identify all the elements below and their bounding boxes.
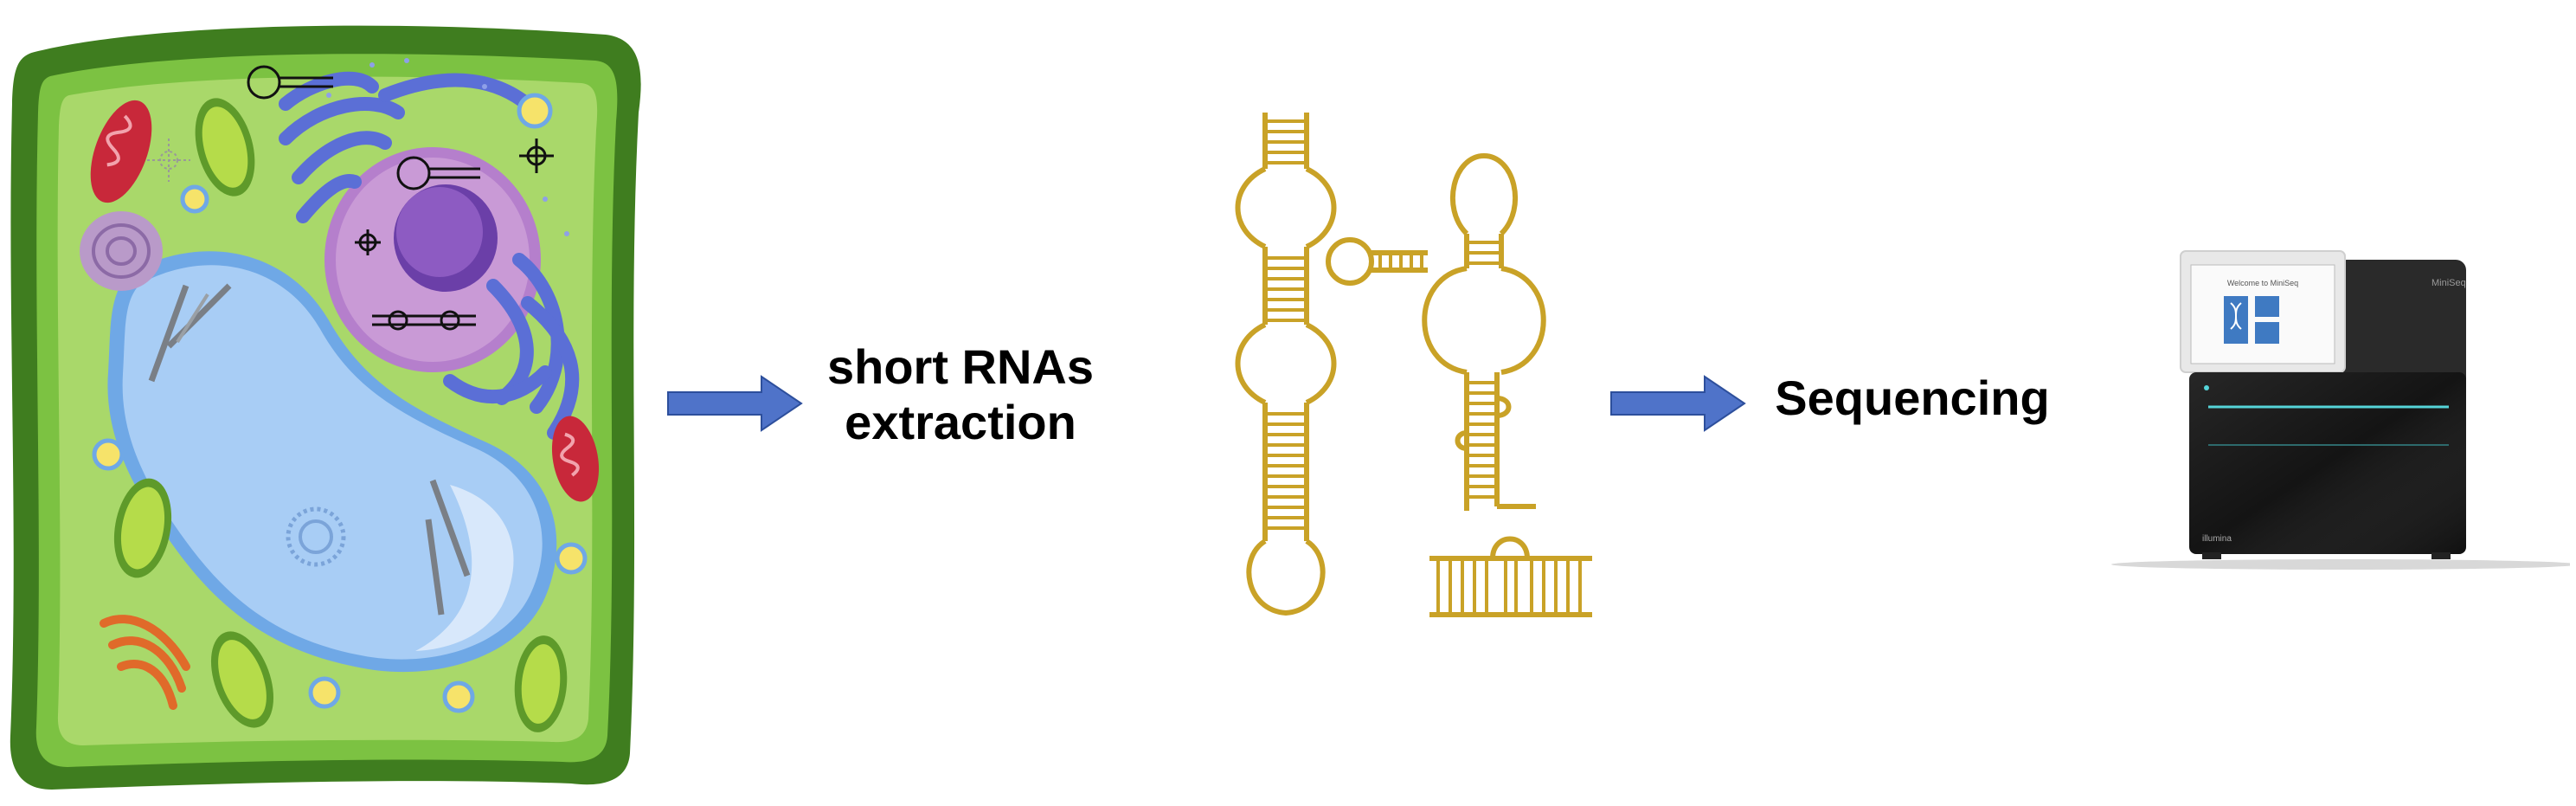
arrow-to-sequencing (1610, 375, 1746, 432)
rna-branched (1326, 152, 1546, 511)
extraction-label-line1: short RNAs (826, 339, 1095, 394)
sequencer-instrument: MiniSeq Welcome to MiniSeq illumina (2111, 250, 2570, 570)
sequencer-brand-text: illumina (2202, 534, 2232, 544)
rna-hairpin-long (1235, 113, 1337, 616)
vacuole-shine (415, 485, 514, 651)
mitochondria (90, 100, 600, 502)
sequencer-screen-title: Welcome to MiniSeq (2227, 279, 2298, 287)
plant-cell-illustration (10, 25, 641, 790)
rna-duplex (1429, 536, 1592, 617)
chloroplasts (113, 98, 568, 732)
short-rna-structures (1235, 113, 1592, 617)
sequencer-model-text: MiniSeq (2431, 278, 2466, 288)
vacuole-inner (122, 265, 543, 660)
extraction-label-line2: extraction (845, 395, 1076, 450)
extraction-label: short RNAs extraction (805, 339, 1116, 451)
golgi (100, 615, 190, 710)
arrow-to-extraction (667, 375, 803, 432)
sequencing-label: Sequencing (1775, 371, 2050, 425)
